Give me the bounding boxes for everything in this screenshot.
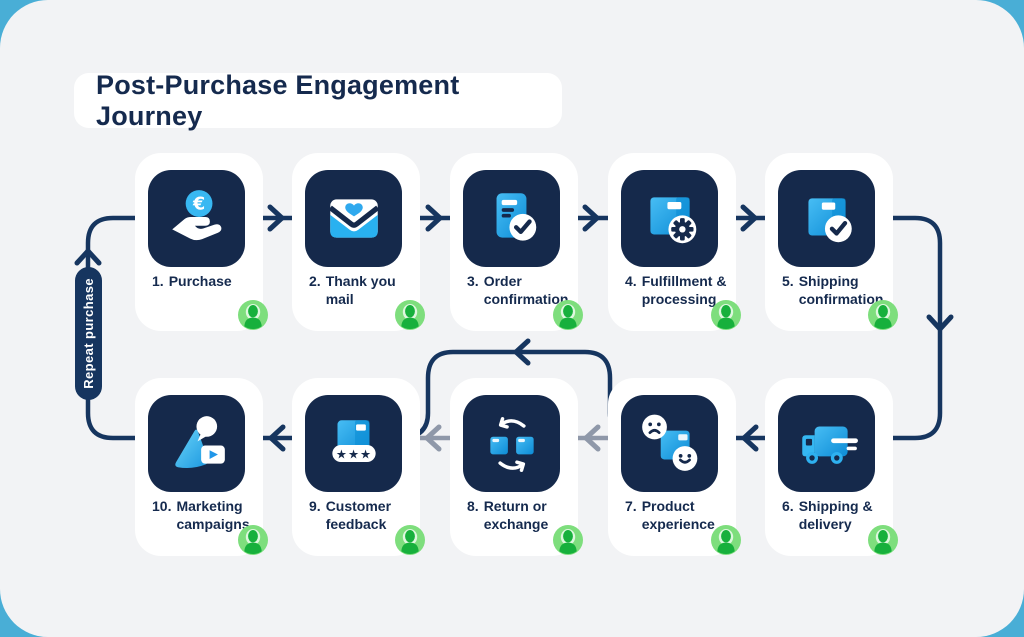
step-2-label: 2. Thank you mail bbox=[309, 273, 396, 307]
title-card: Post-Purchase Engagement Journey bbox=[74, 70, 562, 131]
repeat-purchase-label: Repeat purchase bbox=[81, 278, 96, 389]
customer-badge bbox=[553, 300, 583, 330]
boxes-swap-icon bbox=[489, 416, 534, 472]
step-10-tile bbox=[148, 395, 245, 492]
step-3-label: 3. Order confirmation bbox=[467, 273, 569, 307]
user-icon bbox=[405, 530, 415, 543]
delivery-truck-icon bbox=[801, 425, 858, 464]
step-5-tile bbox=[778, 170, 875, 267]
step-2-tile bbox=[305, 170, 402, 267]
customer-badge bbox=[868, 525, 898, 555]
document-check-icon bbox=[496, 192, 536, 241]
card-step-2: 2. Thank you mail bbox=[292, 153, 425, 331]
customer-badge bbox=[238, 525, 268, 555]
megaphone-media-icon bbox=[174, 415, 225, 468]
customer-badge bbox=[395, 300, 425, 330]
heart-envelope-icon bbox=[328, 198, 379, 238]
user-icon bbox=[563, 305, 573, 318]
step-3-tile bbox=[463, 170, 560, 267]
card-step-3: 3. Order confirmation bbox=[450, 153, 583, 331]
page-title: Post-Purchase Engagement Journey bbox=[96, 69, 460, 131]
stars-rating-icon: ★★★ bbox=[331, 419, 376, 462]
step-8-tile bbox=[463, 395, 560, 492]
step-1-tile: € bbox=[148, 170, 245, 267]
user-icon bbox=[721, 305, 731, 318]
package-gear-icon bbox=[649, 196, 696, 243]
step-6-label: 6. Shipping & delivery bbox=[782, 498, 873, 532]
customer-badge bbox=[711, 300, 741, 330]
card-step-9: ★★★ 9. Customer feedback bbox=[292, 378, 425, 556]
card-step-10: 10. Marketing campaigns bbox=[135, 378, 268, 556]
user-icon bbox=[405, 305, 415, 318]
user-icon bbox=[878, 305, 888, 318]
customer-badge bbox=[711, 525, 741, 555]
step-6-tile bbox=[778, 395, 875, 492]
step-5-label: 5. Shipping confirmation bbox=[782, 273, 884, 307]
step-4-label: 4. Fulfillment & processing bbox=[625, 273, 727, 307]
svg-text:€: € bbox=[191, 194, 204, 214]
customer-badge bbox=[238, 300, 268, 330]
card-step-6: 6. Shipping & delivery bbox=[765, 378, 898, 556]
user-icon bbox=[248, 530, 258, 543]
card-step-4: 4. Fulfillment & processing bbox=[608, 153, 741, 331]
step-7-label: 7. Product experience bbox=[625, 498, 715, 532]
card-step-8: 8. Return or exchange bbox=[450, 378, 583, 556]
customer-badge bbox=[868, 300, 898, 330]
step-10-label: 10. Marketing campaigns bbox=[152, 498, 250, 532]
hand-euro-coin-icon: € bbox=[171, 189, 221, 240]
step-9-label: 9. Customer feedback bbox=[309, 498, 392, 532]
step-9-tile: ★★★ bbox=[305, 395, 402, 492]
svg-text:★★★: ★★★ bbox=[335, 447, 371, 461]
step-4-tile bbox=[621, 170, 718, 267]
user-icon bbox=[248, 305, 258, 318]
card-step-7: 7. Product experience bbox=[608, 378, 741, 556]
customer-badge bbox=[553, 525, 583, 555]
card-step-1: € 1. Purchase bbox=[135, 153, 268, 331]
user-icon bbox=[563, 530, 573, 543]
user-icon bbox=[721, 530, 731, 543]
package-check-icon bbox=[807, 197, 852, 242]
package-faces-icon bbox=[641, 414, 697, 471]
step-1-label: 1. Purchase bbox=[152, 273, 232, 289]
repeat-purchase-pill: Repeat purchase bbox=[75, 267, 102, 400]
step-7-tile bbox=[621, 395, 718, 492]
customer-badge bbox=[395, 525, 425, 555]
user-icon bbox=[878, 530, 888, 543]
card-step-5: 5. Shipping confirmation bbox=[765, 153, 898, 331]
step-8-label: 8. Return or exchange bbox=[467, 498, 549, 532]
